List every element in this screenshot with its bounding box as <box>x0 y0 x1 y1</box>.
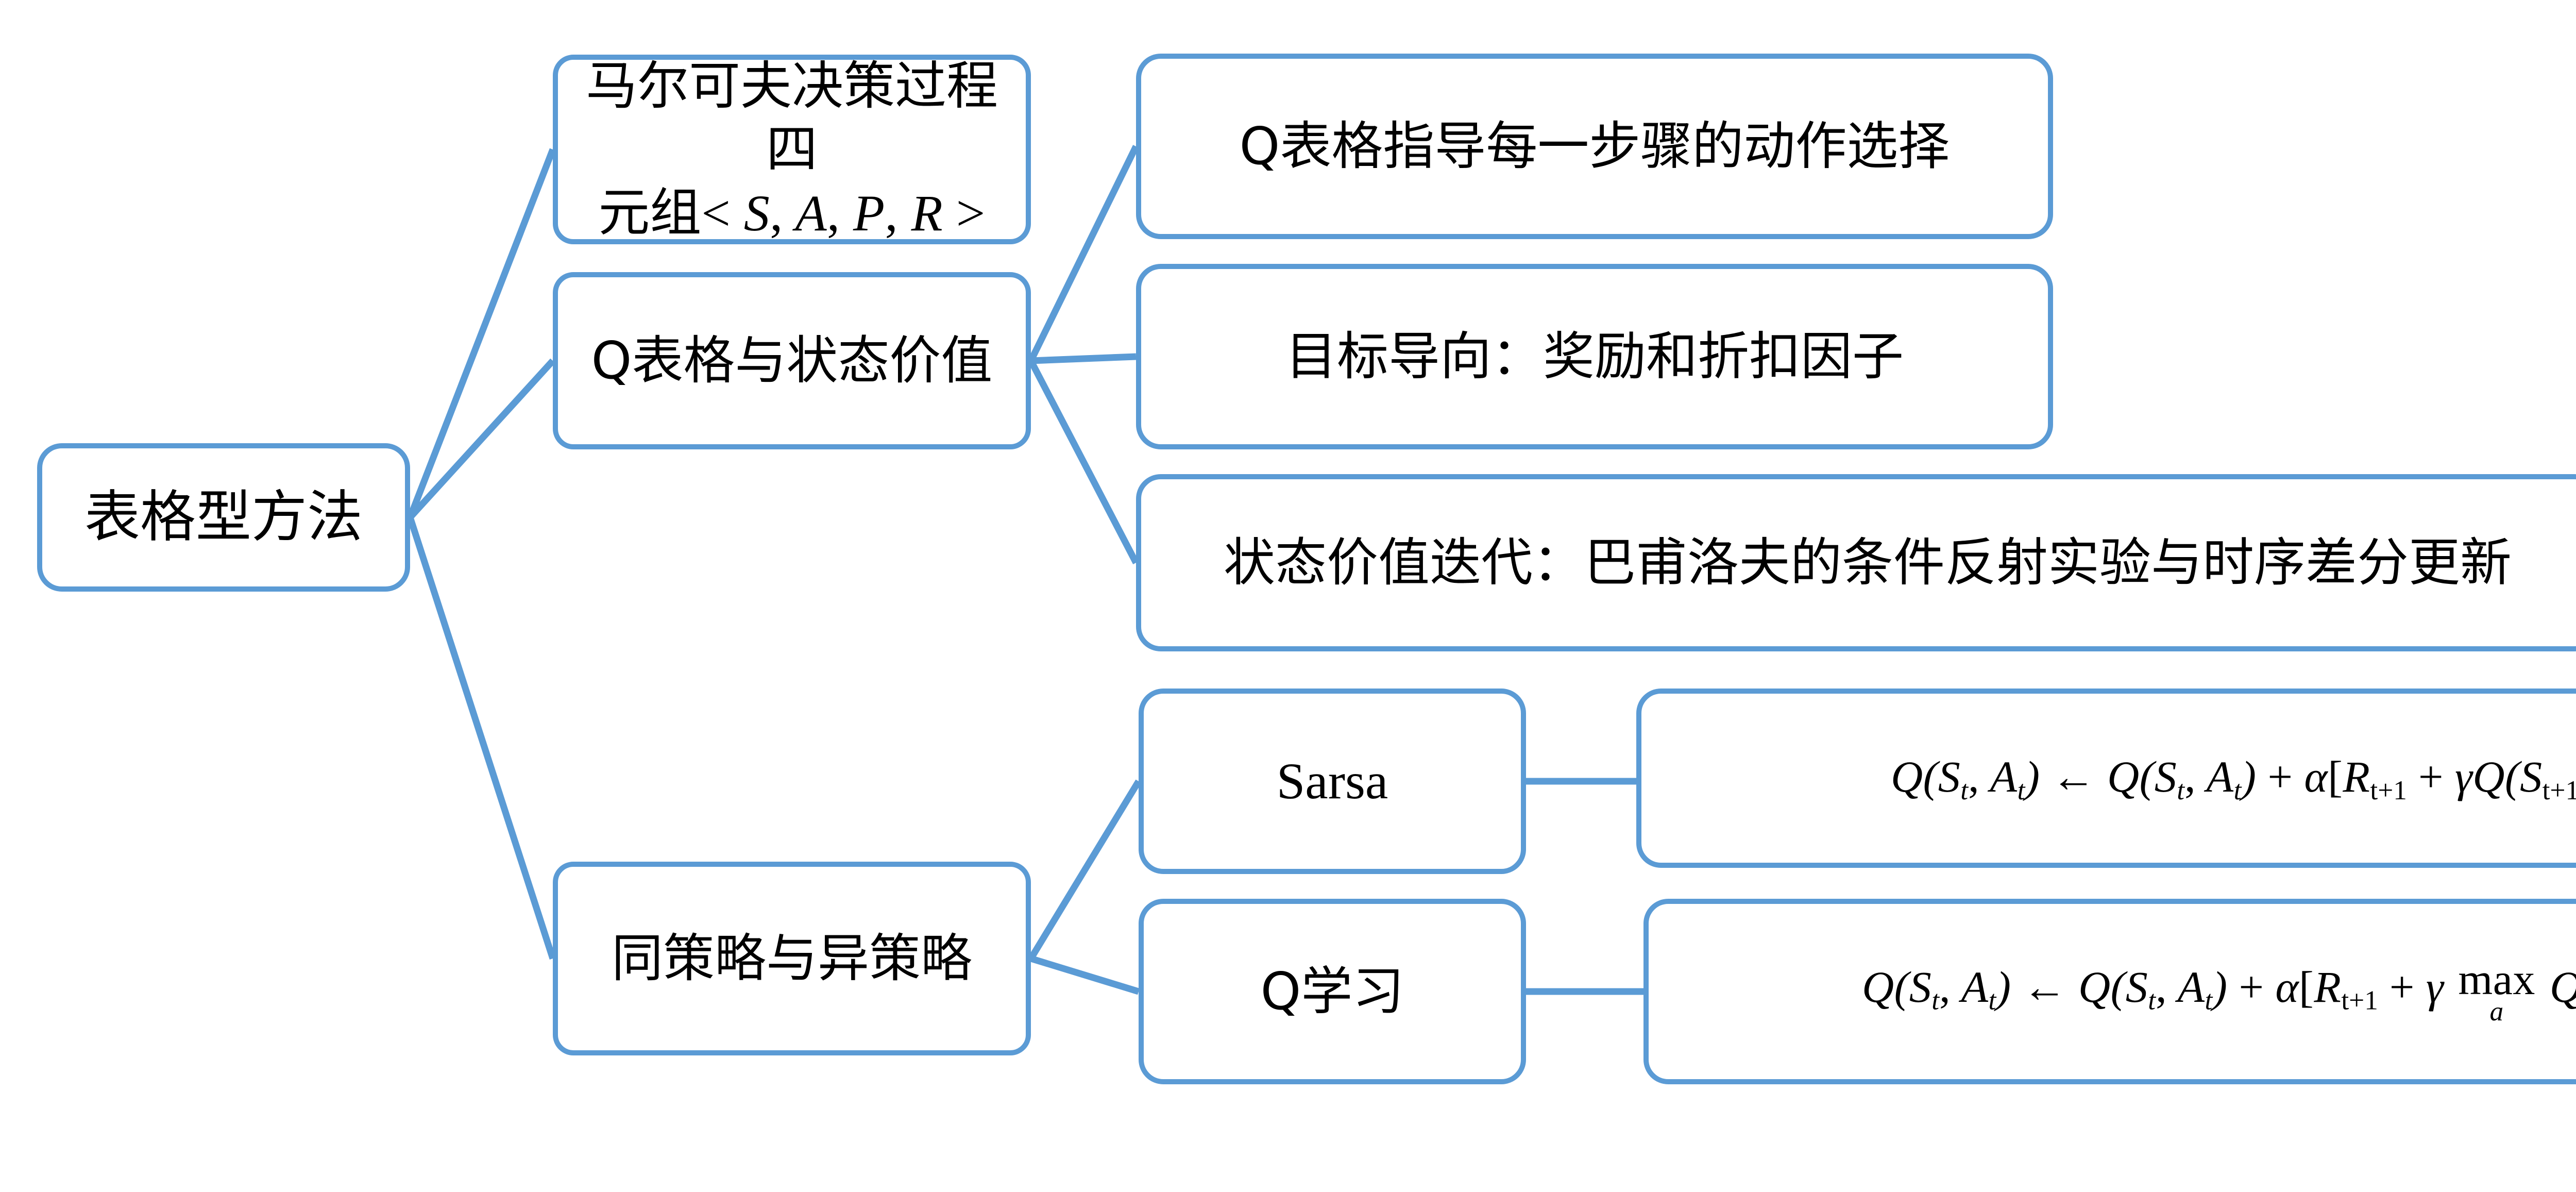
edge-policy-to-qlearn <box>1030 955 1140 995</box>
edge-qtable-to-goal <box>1030 353 1137 364</box>
node-value[interactable]: 状态价值迭代：巴甫洛夫的条件反射实验与时序差分更新 <box>1136 474 2576 651</box>
node-goal-label: 目标导向：奖励和折扣因子 <box>1285 326 1904 387</box>
node-mdp-line1: 马尔可夫决策过程四 <box>586 55 998 179</box>
edge-root-to-mdp <box>406 148 556 519</box>
node-qguide[interactable]: Q表格指导每一步骤的动作选择 <box>1136 54 2053 239</box>
sarsa-formula-text: Q(St, At) ← Q(St, At) + α[Rt+1 + γQ(St+1… <box>1891 751 2576 805</box>
node-sarsa[interactable]: Sarsa <box>1139 689 1526 874</box>
node-qtable[interactable]: Q表格与状态价值 <box>553 272 1031 449</box>
node-qguide-label: Q表格指导每一步骤的动作选择 <box>1239 116 1950 176</box>
node-mdp[interactable]: 马尔可夫决策过程四 元组< S, A, P, R > <box>553 55 1031 244</box>
edge-root-to-policy <box>406 516 556 960</box>
edge-qtable-to-value <box>1028 359 1139 565</box>
node-qtable-label: Q表格与状态价值 <box>591 330 993 391</box>
edge-qtable-to-qguide <box>1028 145 1139 362</box>
node-goal[interactable]: 目标导向：奖励和折扣因子 <box>1136 264 2053 449</box>
node-root-label: 表格型方法 <box>84 485 363 550</box>
node-mdp-line2-text: 元组 <box>598 182 702 243</box>
node-mdp-tuple: < S, A, P, R > <box>701 184 986 242</box>
node-sarsa-label: Sarsa <box>1276 752 1388 810</box>
node-mdp-label: 马尔可夫决策过程四 元组< S, A, P, R > <box>571 55 1012 245</box>
node-value-label: 状态价值迭代：巴甫洛夫的条件反射实验与时序差分更新 <box>1224 532 2512 593</box>
edge-root-to-qtable <box>408 358 555 520</box>
node-policy[interactable]: 同策略与异策略 <box>553 862 1031 1055</box>
node-sarsa-formula[interactable]: Q(St, At) ← Q(St, At) + α[Rt+1 + γQ(St+1… <box>1636 689 2576 868</box>
edge-policy-to-sarsa <box>1028 779 1142 961</box>
node-root[interactable]: 表格型方法 <box>37 443 410 592</box>
node-qlearning[interactable]: Q学习 <box>1139 899 1526 1084</box>
node-policy-label: 同策略与异策略 <box>612 928 972 988</box>
node-qlearning-label: Q学习 <box>1260 961 1404 1021</box>
